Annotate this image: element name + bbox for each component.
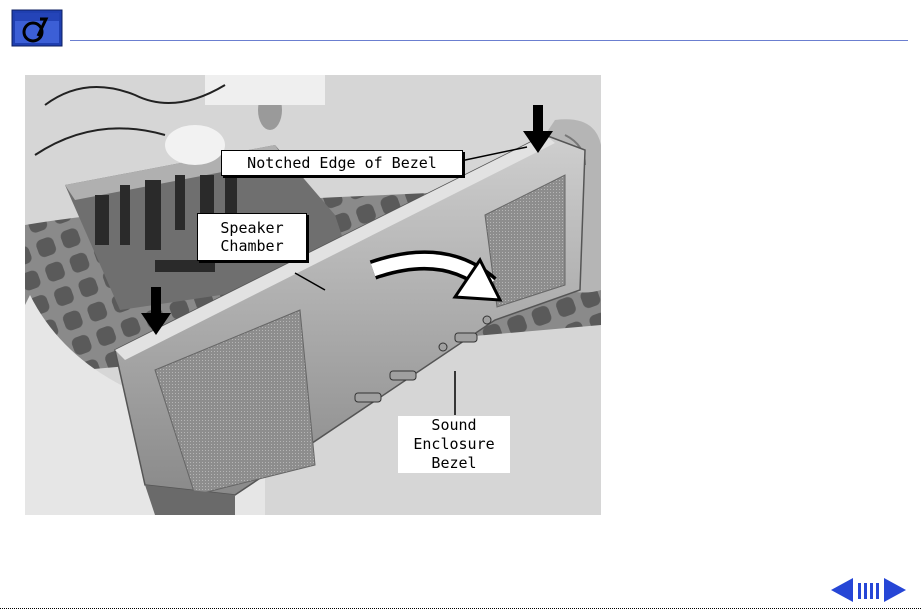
sound-bezel-illustration (25, 75, 601, 515)
left-arrow-icon[interactable] (829, 576, 855, 604)
sound-enclosure-bezel-label: Sound Enclosure Bezel (398, 416, 510, 473)
header-rule (70, 40, 908, 41)
footer-rule (0, 608, 921, 609)
notched-edge-label: Notched Edge of Bezel (221, 150, 463, 176)
speaker-chamber-label: Speaker Chamber (197, 213, 307, 261)
apple-toolbox-icon (10, 8, 65, 48)
right-arrow-icon[interactable] (882, 576, 908, 604)
page-index-icon[interactable] (857, 583, 879, 599)
